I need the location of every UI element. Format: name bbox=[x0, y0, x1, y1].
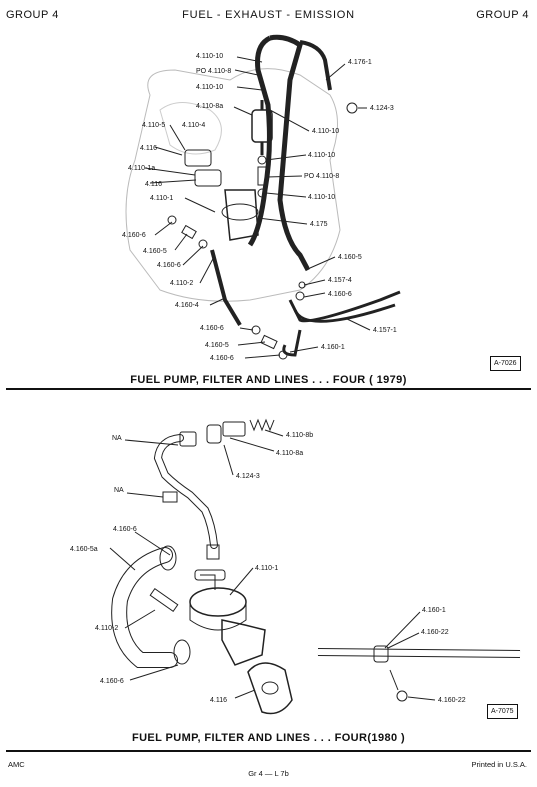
f2-label-7: 4.110-1 bbox=[255, 565, 278, 572]
f1-label-27: 4.160-6 bbox=[328, 291, 352, 298]
f2-label-4: 4.124-3 bbox=[236, 473, 260, 480]
f1-label-16: 4.160-5 bbox=[205, 342, 229, 349]
f2-label-5: 4.160-6 bbox=[113, 526, 137, 533]
figure-id-1979: A-7026 bbox=[490, 356, 521, 371]
f1-label-18: 4.176-1 bbox=[348, 59, 372, 66]
f1-label-21: 4.110-10 bbox=[308, 152, 335, 159]
figure-id-1980: A-7075 bbox=[487, 704, 518, 719]
page-title: FUEL - EXHAUST - EMISSION bbox=[182, 9, 355, 21]
f1-label-17: 4.160-6 bbox=[210, 355, 234, 362]
f2-label-6: 4.160-5a bbox=[70, 546, 98, 553]
f1-label-2: 4.110-10 bbox=[196, 84, 223, 91]
f1-label-29: 4.160-1 bbox=[321, 344, 345, 351]
footer-publisher: AMC bbox=[8, 760, 25, 769]
f2-label-2: 4.110-8b bbox=[286, 432, 313, 439]
f1-label-12: 4.160-6 bbox=[157, 262, 181, 269]
f2-label-9: 4.160-6 bbox=[100, 678, 124, 685]
f1-label-1: PO 4.110-8 bbox=[196, 68, 231, 75]
f1-label-15: 4.160-6 bbox=[200, 325, 224, 332]
f2-label-1: NA bbox=[114, 487, 124, 494]
f1-label-5: 4.110-4 bbox=[182, 122, 205, 129]
section-divider bbox=[6, 388, 531, 390]
f2-label-13: 4.160-22 bbox=[438, 697, 466, 704]
f1-label-8: 4.116 bbox=[145, 181, 162, 188]
f2-label-0: NA bbox=[112, 435, 122, 442]
f2-label-3: 4.110-8a bbox=[276, 450, 303, 457]
f1-label-28: 4.157-1 bbox=[373, 327, 397, 334]
f1-label-24: 4.175 bbox=[310, 221, 328, 228]
f2-label-8: 4.110-2 bbox=[95, 625, 118, 632]
fuel-system-diagram-1979: 4.110-10 PO 4.110-8 4.110-10 4.110-8a 4.… bbox=[122, 34, 401, 362]
group-label-right: GROUP 4 bbox=[476, 9, 529, 21]
f1-label-11: 4.160-5 bbox=[143, 248, 167, 255]
footer-divider bbox=[6, 750, 531, 752]
caption-1980: FUEL PUMP, FILTER AND LINES . . . FOUR(1… bbox=[131, 732, 406, 744]
f1-label-4: 4.110-5 bbox=[142, 122, 165, 129]
f1-label-7: 4.110-1a bbox=[128, 165, 155, 172]
f1-label-26: 4.157-4 bbox=[328, 277, 352, 284]
f1-label-23: 4.110-10 bbox=[308, 194, 335, 201]
group-label-left: GROUP 4 bbox=[6, 9, 59, 21]
f1-label-9: 4.110-1 bbox=[150, 195, 173, 202]
f1-label-25: 4.160-5 bbox=[338, 254, 362, 261]
f1-label-14: 4.160-4 bbox=[175, 302, 199, 309]
f1-label-3: 4.110-8a bbox=[196, 103, 223, 110]
f2-label-10: 4.116 bbox=[210, 697, 227, 704]
f1-label-20: 4.110-10 bbox=[312, 128, 339, 135]
f1-label-13: 4.110-2 bbox=[170, 280, 193, 287]
f1-label-19: 4.124-3 bbox=[370, 105, 394, 112]
f2-label-12: 4.160-22 bbox=[421, 629, 449, 636]
footer-printed: Printed in U.S.A. bbox=[471, 760, 527, 769]
caption-1979: FUEL PUMP, FILTER AND LINES . . . FOUR (… bbox=[130, 374, 407, 386]
f2-label-11: 4.160-1 bbox=[422, 607, 446, 614]
f1-label-0: 4.110-10 bbox=[196, 53, 223, 60]
f1-label-10: 4.160-6 bbox=[122, 232, 146, 239]
f1-label-22: PO 4.110-8 bbox=[304, 173, 339, 180]
f1-label-6: 4.116 bbox=[140, 145, 157, 152]
footer-page-ref: Gr 4 — L 7b bbox=[248, 769, 289, 778]
